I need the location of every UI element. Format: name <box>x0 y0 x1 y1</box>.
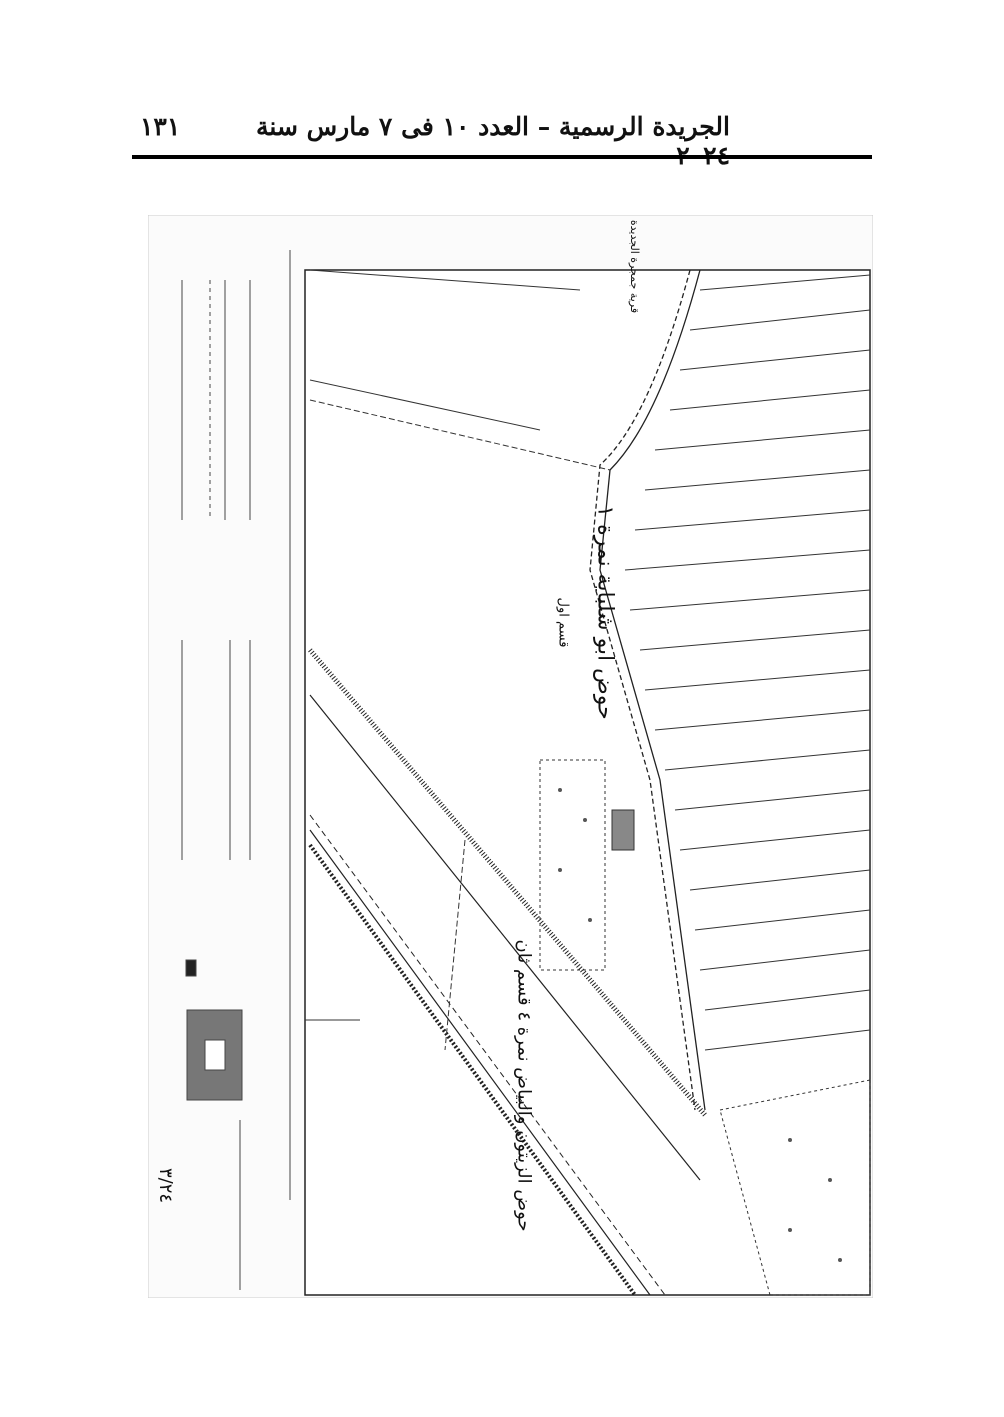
railway <box>308 648 707 1297</box>
dots <box>558 788 842 1262</box>
canal-road <box>589 269 706 1111</box>
page-header-title: الجريدة الرسمية – العدد ١٠ فى ٧ مارس سنة… <box>256 112 730 170</box>
cadastral-map: حوض ابو شلباية نمرة ١ قسم اول حوض الزيتو… <box>147 214 874 1299</box>
basin-2-label: حوض الزيتون والبياض نمرة ٤ قسم ثان <box>513 939 535 1232</box>
basin-1-section-label: قسم اول <box>555 597 571 648</box>
basin-1-label: حوض ابو شلباية نمرة ١ <box>592 505 618 720</box>
header-divider <box>132 155 872 159</box>
signature: ٣/٢٤ <box>155 1167 177 1204</box>
parcel-lines <box>309 269 871 1051</box>
legend <box>181 250 291 1290</box>
page-number: ١٣١ <box>140 112 181 141</box>
map-drawing <box>147 214 874 1299</box>
village-label: قرية جمجرة الجديدة <box>628 219 642 314</box>
dotted-areas <box>305 759 871 1296</box>
